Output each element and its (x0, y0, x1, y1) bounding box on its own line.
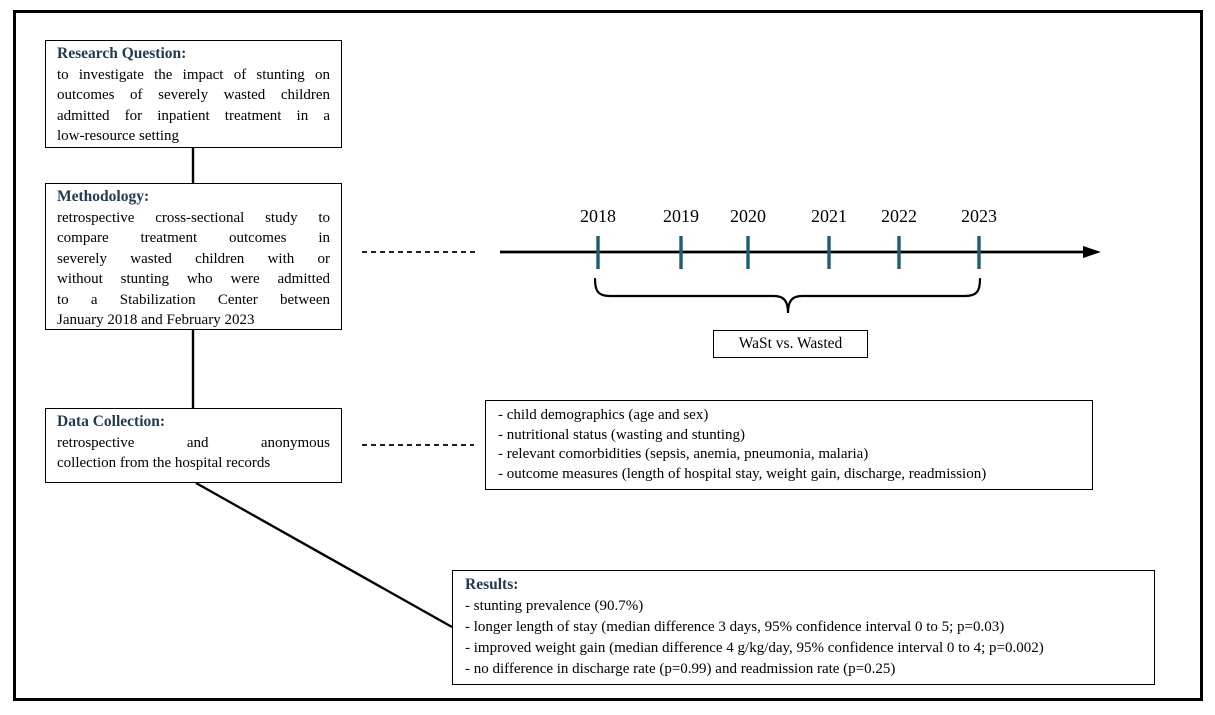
year-label-2019: 2019 (663, 206, 699, 226)
research-question-line: outcomes of severely wasted children (57, 87, 330, 103)
data-items-box: - child demographics (age and sex) - nut… (485, 400, 1093, 490)
comparison-label: WaSt vs. Wasted (738, 335, 843, 352)
year-label-2021: 2021 (811, 206, 847, 226)
methodology-line: January 2018 and February 2023 (57, 312, 255, 328)
data-item: - relevant comorbidities (sepsis, anemia… (498, 446, 869, 462)
methodology-line: severely wasted children with or (57, 250, 330, 267)
data-collection-title: Data Collection: (57, 413, 166, 430)
methodology-line: retrospective cross-sectional study to (57, 209, 330, 226)
research-question-line: admitted for inpatient treatment in a (57, 107, 330, 124)
methodology-box: Methodology: retrospective cross-section… (45, 183, 342, 330)
data-item: - nutritional status (wasting and stunti… (498, 426, 746, 443)
result-item: - improved weight gain (median differenc… (465, 639, 1044, 656)
research-question-box: Research Question: to investigate the im… (45, 40, 342, 148)
result-item: - no difference in discharge rate (p=0.9… (465, 660, 896, 677)
comparison-label-box: WaSt vs. Wasted (713, 330, 868, 358)
year-label-2022: 2022 (881, 206, 917, 226)
year-label-2020: 2020 (730, 206, 766, 226)
data-collection-line: retrospective and anonymous (57, 434, 330, 451)
research-question-line: low-resource setting (57, 128, 180, 144)
research-question-line: to investigate the impact of stunting on (57, 66, 330, 83)
methodology-line: to a Stabilization Center between (57, 291, 330, 308)
data-collection-line: collection from the hospital records (57, 455, 271, 471)
year-label-2018: 2018 (580, 206, 616, 226)
results-title: Results: (465, 576, 519, 593)
result-item: - stunting prevalence (90.7%) (465, 597, 644, 614)
data-collection-box: Data Collection: retrospective and anony… (45, 408, 342, 483)
research-question-title: Research Question: (57, 45, 187, 62)
methodology-line: compare treatment outcomes in (57, 230, 330, 246)
methodology-title: Methodology: (57, 188, 150, 205)
data-item: - child demographics (age and sex) (498, 407, 709, 423)
methodology-line: without stunting who were admitted (57, 271, 330, 287)
results-box: Results: - stunting prevalence (90.7%) -… (452, 570, 1155, 685)
year-label-2023: 2023 (961, 206, 997, 226)
data-item: - outcome measures (length of hospital s… (498, 465, 987, 482)
result-item: - longer length of stay (median differen… (465, 618, 1005, 635)
